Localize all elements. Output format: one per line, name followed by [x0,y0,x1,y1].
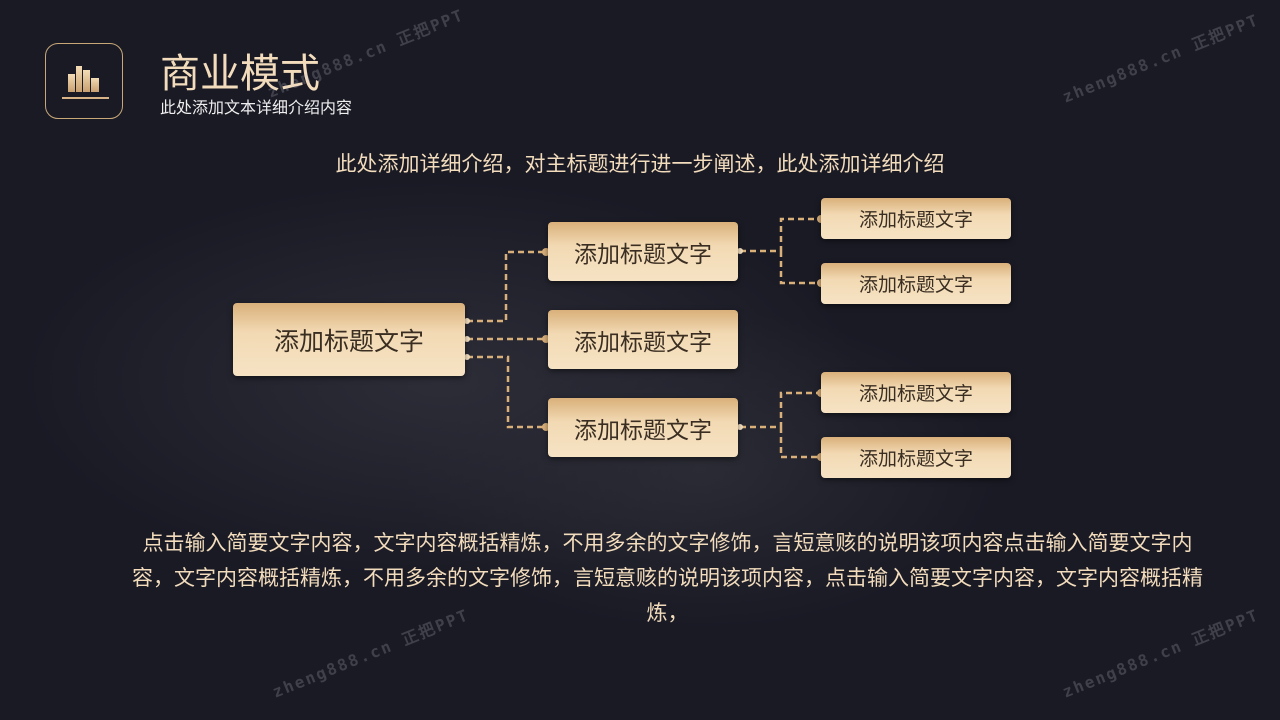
page-subtitle: 此处添加文本详细介绍内容 [160,98,353,117]
leaf-node: 添加标题文字 [821,263,1011,304]
body-text: 点击输入简要文字内容，文字内容概括精炼，不用多余的文字修饰，言短意赅的说明该项内… [132,531,1203,625]
root-node: 添加标题文字 [233,303,465,376]
connector-root-branch-1 [467,250,546,323]
leaf-node: 添加标题文字 [821,437,1011,478]
connector-branch-3-leaves [740,391,819,459]
leaf-node: 添加标题文字 [821,372,1011,413]
intro-text: 此处添加详细介绍，对主标题进行进一步阐述，此处添加详细介绍 [335,152,945,176]
bar-chart-icon [45,43,123,119]
page-title: 商业模式 [160,51,320,97]
branch-node: 添加标题文字 [548,222,738,281]
connector-root-branch-3 [467,355,546,429]
leaf-node: 添加标题文字 [821,198,1011,239]
branch-node: 添加标题文字 [548,398,738,457]
connector-branch-1-leaves [740,217,819,285]
branch-node: 添加标题文字 [548,310,738,369]
